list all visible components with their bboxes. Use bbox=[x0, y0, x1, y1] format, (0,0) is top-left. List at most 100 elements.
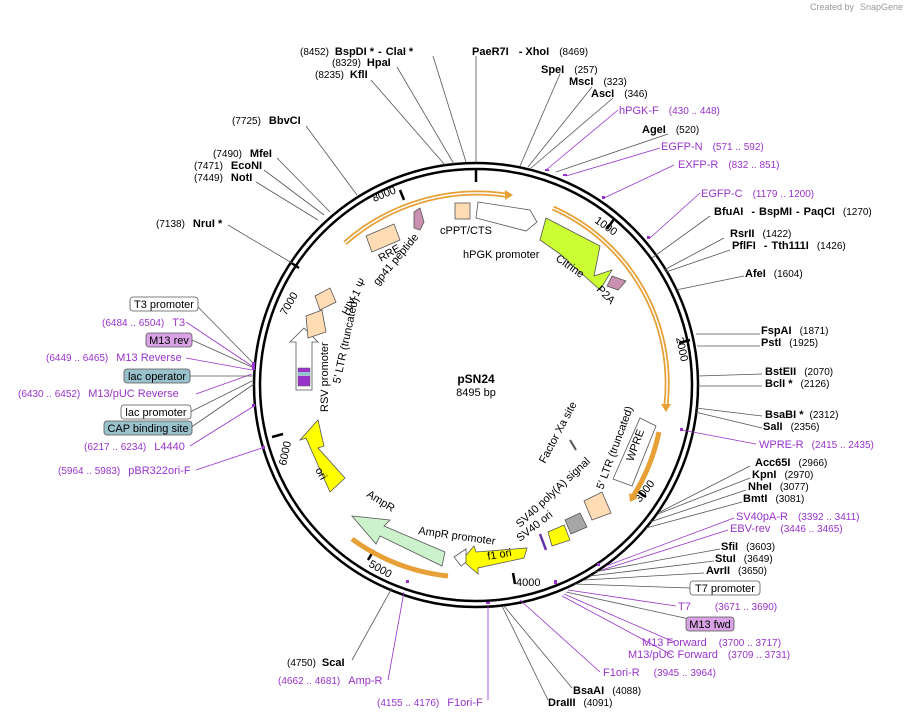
svg-text:F1ori-R(3945 .. 3964): F1ori-R(3945 .. 3964) bbox=[603, 667, 716, 679]
amp-promoter-arrow bbox=[453, 548, 467, 567]
svg-text:hPGK-F(430 .. 448): hPGK-F(430 .. 448) bbox=[619, 105, 720, 117]
orange-arc-wpre bbox=[629, 431, 662, 500]
svg-text:SpeI(257): SpeI(257) bbox=[541, 64, 598, 76]
t7-promoter-box bbox=[689, 580, 761, 596]
svg-text:(4750)ScaI: (4750)ScaI bbox=[287, 657, 345, 669]
label-hpgk: hPGK promoter bbox=[463, 249, 540, 261]
label-amp-promoter: AmpR promoter bbox=[418, 525, 497, 548]
svg-text:M13 Forward(3700 .. 3717): M13 Forward(3700 .. 3717) bbox=[642, 637, 781, 649]
label-ampr: AmpR bbox=[364, 488, 396, 514]
lac-promoter-label: lac promoter bbox=[125, 407, 186, 419]
gp41-box bbox=[413, 207, 425, 231]
m13-rev-label: M13 rev bbox=[149, 335, 189, 347]
svg-text:M13/pUC Forward(3709 .. 3731): M13/pUC Forward(3709 .. 3731) bbox=[628, 649, 790, 661]
t3-promoter-label: T3 promoter bbox=[134, 299, 194, 311]
primer-marks bbox=[252, 169, 683, 604]
cap-site-box bbox=[103, 420, 193, 436]
svg-text:AvrII(3650): AvrII(3650) bbox=[706, 565, 767, 577]
svg-text:Acc65I(2966): Acc65I(2966) bbox=[755, 457, 827, 469]
ampr-arrow bbox=[351, 515, 446, 567]
svg-text:NheI(3077): NheI(3077) bbox=[748, 481, 809, 493]
t7-promoter-label: T7 promoter bbox=[695, 583, 755, 595]
primer-leaders bbox=[185, 109, 757, 700]
svg-text:SfiI(3603): SfiI(3603) bbox=[721, 541, 775, 553]
tick-4000: 4000 bbox=[516, 577, 540, 589]
p2a-box bbox=[606, 275, 627, 291]
svg-text:BsaAI(4088): BsaAI(4088) bbox=[573, 685, 641, 697]
factor-xa-mark bbox=[569, 439, 577, 451]
enzyme-leaders-top bbox=[227, 55, 669, 264]
svg-text:MscI(323): MscI(323) bbox=[569, 76, 627, 88]
sv40-ori-box bbox=[547, 524, 571, 547]
cap-site-label: CAP binding site bbox=[107, 423, 188, 435]
svg-text:(7449)NotI: (7449)NotI bbox=[194, 172, 252, 184]
svg-text:(8452)BspDI *-ClaI *: (8452)BspDI *-ClaI * bbox=[300, 46, 414, 58]
svg-text:BmtI(3081): BmtI(3081) bbox=[743, 493, 804, 505]
svg-text:AscI(346): AscI(346) bbox=[591, 88, 648, 100]
svg-text:BsaBI *(2312): BsaBI *(2312) bbox=[765, 409, 838, 421]
cppt-box bbox=[454, 202, 471, 220]
m13-rev-box bbox=[145, 332, 193, 348]
svg-text:PflFI-Tth111I(1426): PflFI-Tth111I(1426) bbox=[732, 240, 846, 252]
tick-6000: 6000 bbox=[277, 440, 294, 466]
hiv-psi-box bbox=[314, 287, 337, 311]
plasmid-name: pSN24 bbox=[457, 372, 495, 386]
lac-operator-label: lac operator bbox=[128, 371, 186, 383]
svg-text:EBV-rev(3446 .. 3465): EBV-rev(3446 .. 3465) bbox=[730, 523, 843, 535]
svg-text:EXFP-R(832 .. 851): EXFP-R(832 .. 851) bbox=[678, 159, 780, 171]
svg-text:FspAI(1871): FspAI(1871) bbox=[761, 325, 828, 337]
label-rsv: RSV promoter bbox=[319, 342, 331, 412]
boxed-labels: T3 promoter M13 rev lac operator lac pro… bbox=[103, 296, 761, 632]
svg-text:AgeI(520): AgeI(520) bbox=[642, 124, 699, 136]
label-ori: ori bbox=[312, 466, 329, 483]
wpre-box bbox=[612, 417, 657, 487]
enzyme-leaders-right bbox=[583, 215, 763, 581]
svg-text:AfeI(1604): AfeI(1604) bbox=[745, 268, 803, 280]
svg-text:EGFP-N(571 .. 592): EGFP-N(571 .. 592) bbox=[661, 141, 764, 153]
orange-arc-bottom bbox=[350, 536, 449, 579]
svg-text:(8329)HpaI: (8329)HpaI bbox=[332, 57, 391, 69]
backbone-outer bbox=[252, 161, 700, 609]
label-f1ori: f1 ori bbox=[486, 547, 512, 563]
svg-text:BfuAI-BspMI-PaqCI(1270): BfuAI-BspMI-PaqCI(1270) bbox=[714, 206, 872, 218]
svg-text:SV40pA-R(3392 .. 3411): SV40pA-R(3392 .. 3411) bbox=[736, 511, 860, 523]
lac-region-mark bbox=[297, 367, 311, 387]
enzymes-bottom: (4750)ScaI BsaAI(4088) DraIII(4091) bbox=[287, 657, 641, 709]
svg-text:(6484 .. 6504)T3: (6484 .. 6504)T3 bbox=[102, 317, 185, 329]
ltr5-box bbox=[305, 309, 327, 339]
lac-promoter-box bbox=[120, 404, 192, 420]
credit-prefix: Created by bbox=[810, 2, 855, 12]
svg-text:EGFP-C(1179 .. 1200): EGFP-C(1179 .. 1200) bbox=[701, 188, 814, 200]
citrine-arrow bbox=[539, 217, 613, 291]
enzyme-leaders-bottom bbox=[351, 587, 573, 701]
label-cppt: cPPT/CTS bbox=[440, 225, 492, 237]
sv40-ori-mark bbox=[538, 533, 548, 551]
svg-text:StuI(3649): StuI(3649) bbox=[715, 553, 773, 565]
plasmid-size: 8495 bp bbox=[456, 387, 496, 399]
snapgene-brand: SnapGene bbox=[860, 2, 903, 12]
svg-text:(7490)MfeI: (7490)MfeI bbox=[213, 148, 272, 160]
svg-text:(6430 .. 6452)M13/pUC Reverse: (6430 .. 6452)M13/pUC Reverse bbox=[18, 388, 179, 400]
svg-text:RsrII(1422): RsrII(1422) bbox=[730, 228, 791, 240]
ori-arrow bbox=[298, 419, 346, 493]
rre-box bbox=[365, 223, 401, 253]
f1-ori-arrow bbox=[461, 545, 528, 575]
svg-text:WPRE-R(2415 .. 2435): WPRE-R(2415 .. 2435) bbox=[759, 439, 874, 451]
svg-text:SalI(2356): SalI(2356) bbox=[763, 421, 819, 433]
svg-text:PstI(1925): PstI(1925) bbox=[761, 337, 818, 349]
enzymes-right: BfuAI-BspMI-PaqCI(1270) RsrII(1422) PflF… bbox=[706, 206, 872, 577]
tick-2000: 2000 bbox=[673, 336, 690, 362]
sv40-pa-box bbox=[564, 512, 588, 535]
primer-labels: hPGK-F(430 .. 448) EGFP-N(571 .. 592) EX… bbox=[18, 105, 874, 709]
svg-text:(7725)BbvCI: (7725)BbvCI bbox=[232, 115, 301, 127]
svg-text:(7471)EcoNI: (7471)EcoNI bbox=[194, 160, 262, 172]
svg-text:(6449 .. 6465)M13 Reverse: (6449 .. 6465)M13 Reverse bbox=[46, 352, 182, 364]
svg-text:(5964 .. 5983)pBR322ori-F: (5964 .. 5983)pBR322ori-F bbox=[58, 465, 191, 477]
m13-fwd-box bbox=[685, 616, 735, 632]
svg-text:(8235)KflI: (8235)KflI bbox=[315, 69, 368, 81]
svg-text:T7(3671 .. 3690): T7(3671 .. 3690) bbox=[678, 601, 777, 613]
tick-7000: 7000 bbox=[278, 290, 301, 317]
svg-text:BclI *(2126): BclI *(2126) bbox=[765, 378, 829, 390]
